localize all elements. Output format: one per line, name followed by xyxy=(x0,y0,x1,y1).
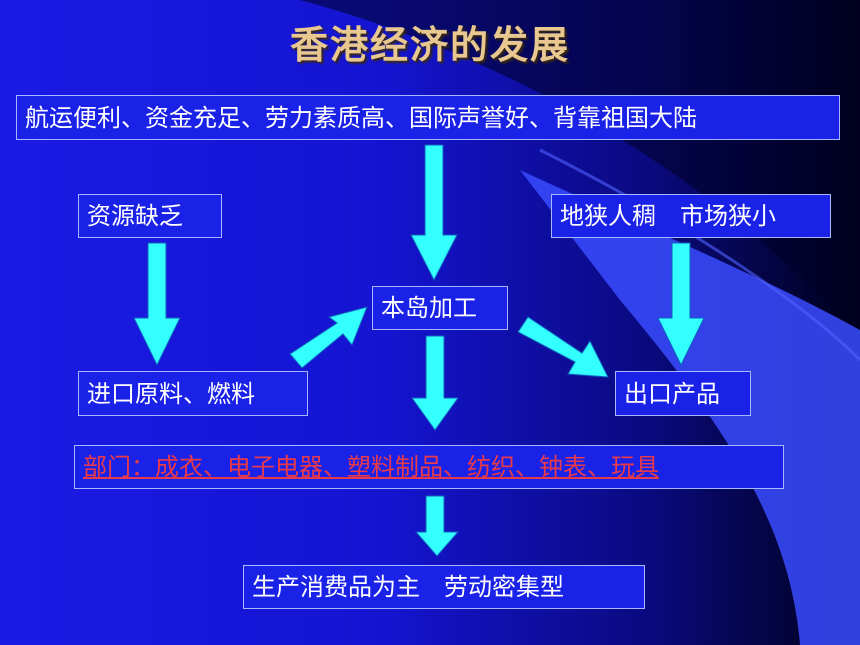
page-title: 香港经济的发展 xyxy=(289,22,570,67)
background-curve-edge xyxy=(539,148,860,362)
background-curve-dark xyxy=(300,0,860,340)
sectors-box: 部门：成衣、电子电器、塑料制品、纺织、钟表、玩具 xyxy=(74,445,784,489)
land-market-box: 地狭人稠 市场狭小 xyxy=(551,194,831,238)
exports-box: 出口产品 xyxy=(615,371,751,416)
arrow-processing-to-exports xyxy=(517,316,609,378)
resources-box: 资源缺乏 xyxy=(78,194,222,238)
arrow-resources-to-imports xyxy=(133,242,181,367)
result-box: 生产消费品为主 劳动密集型 xyxy=(243,565,645,609)
arrow-land-to-exports xyxy=(657,242,705,367)
arrow-conditions-to-processing xyxy=(410,144,458,282)
imports-box: 进口原料、燃料 xyxy=(78,371,308,416)
processing-box: 本岛加工 xyxy=(372,286,508,330)
conditions-box: 航运便利、资金充足、劳力素质高、国际声誉好、背靠祖国大陆 xyxy=(16,95,840,140)
arrow-processing-to-sectors xyxy=(411,335,459,431)
arrow-sectors-to-result xyxy=(414,495,460,557)
arrow-imports-to-processing xyxy=(289,306,368,369)
